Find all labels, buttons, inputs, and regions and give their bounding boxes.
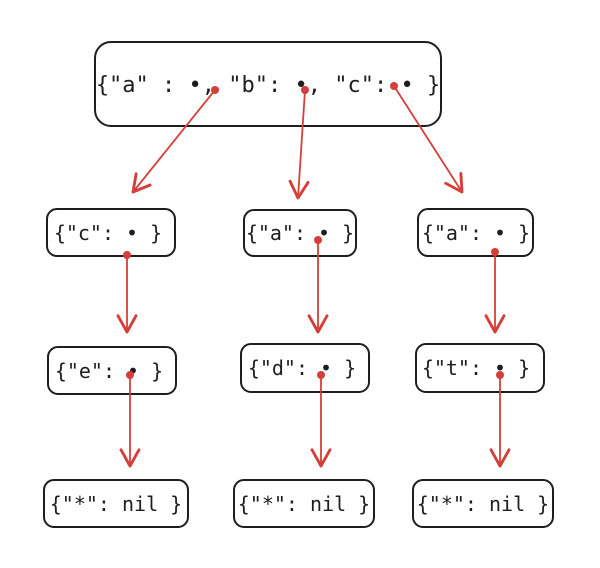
node-end-1-box bbox=[43, 479, 189, 528]
root-node-box bbox=[94, 41, 442, 127]
branch-c: {"c": • } {"e": • } {"*": nil } bbox=[43, 208, 189, 528]
node-end-3-label: {"*": nil } bbox=[417, 492, 549, 516]
root-pointer-dot-b bbox=[301, 86, 309, 94]
arrow-root-to-c bbox=[131, 89, 216, 194]
node-c-box bbox=[46, 208, 176, 257]
arrow-root-to-a2 bbox=[393, 85, 464, 194]
arrow-root-to-a1 bbox=[288, 89, 310, 200]
node-t-box bbox=[415, 343, 545, 393]
node-a2-label: {"a": • } bbox=[422, 221, 530, 245]
root-pointer-dot-a bbox=[211, 86, 219, 94]
root-pointer-dot-c bbox=[390, 82, 398, 90]
node-c-label: {"c": • } bbox=[54, 221, 162, 245]
node-e-box bbox=[47, 346, 177, 395]
root-node: {"a" : •, "b": •, "c": • } bbox=[94, 41, 442, 127]
node-d-box bbox=[240, 343, 370, 393]
node-end-1-label: {"*": nil } bbox=[50, 492, 182, 516]
node-e-label: {"e": • } bbox=[55, 359, 163, 383]
branch-a2: {"a": • } {"t": • } {"*": nil } bbox=[412, 208, 554, 528]
node-a2-box bbox=[417, 208, 534, 257]
node-d-label: {"d": • } bbox=[248, 356, 356, 380]
node-end-2-box bbox=[233, 479, 375, 528]
node-end-3-box bbox=[412, 479, 554, 528]
node-end-2-label: {"*": nil } bbox=[238, 492, 370, 516]
branch-a1: {"a": • } {"d": • } {"*": nil } bbox=[233, 209, 375, 528]
node-a1-label: {"a": • } bbox=[246, 221, 354, 245]
node-t-label: {"t": • } bbox=[422, 356, 530, 380]
root-node-label: {"a" : •, "b": •, "c": • } bbox=[96, 73, 440, 98]
node-a1-box bbox=[243, 209, 357, 257]
